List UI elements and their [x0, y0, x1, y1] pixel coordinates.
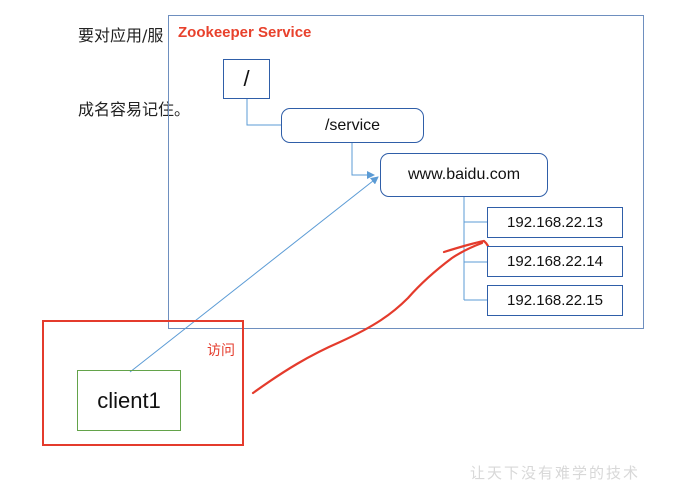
service-node: /service	[281, 108, 424, 143]
side-text-line2: 成名容易记住。	[78, 100, 191, 119]
domain-node: www.baidu.com	[380, 153, 548, 197]
red-annotation-stroke	[251, 241, 484, 395]
access-label: 访问	[207, 343, 235, 359]
client-highlight-box	[42, 320, 244, 446]
root-node: /	[223, 59, 270, 99]
ip-node-1: 192.168.22.13	[487, 207, 623, 238]
ip-node-3: 192.168.22.15	[487, 285, 623, 316]
client-node: client1	[77, 370, 181, 431]
tree-connector-root-service	[246, 99, 281, 126]
ip-node-2: 192.168.22.14	[487, 246, 623, 277]
side-text-line1: 要对应用/服	[78, 26, 164, 45]
watermark: 让天下没有难学的技术	[470, 464, 641, 482]
tree-connector-service-domain	[351, 143, 375, 179]
access-arrow	[129, 176, 379, 373]
zookeeper-service-box	[168, 15, 644, 329]
zookeeper-service-title: Zookeeper Service	[178, 24, 312, 41]
red-annotation-arrowhead	[442, 239, 495, 272]
